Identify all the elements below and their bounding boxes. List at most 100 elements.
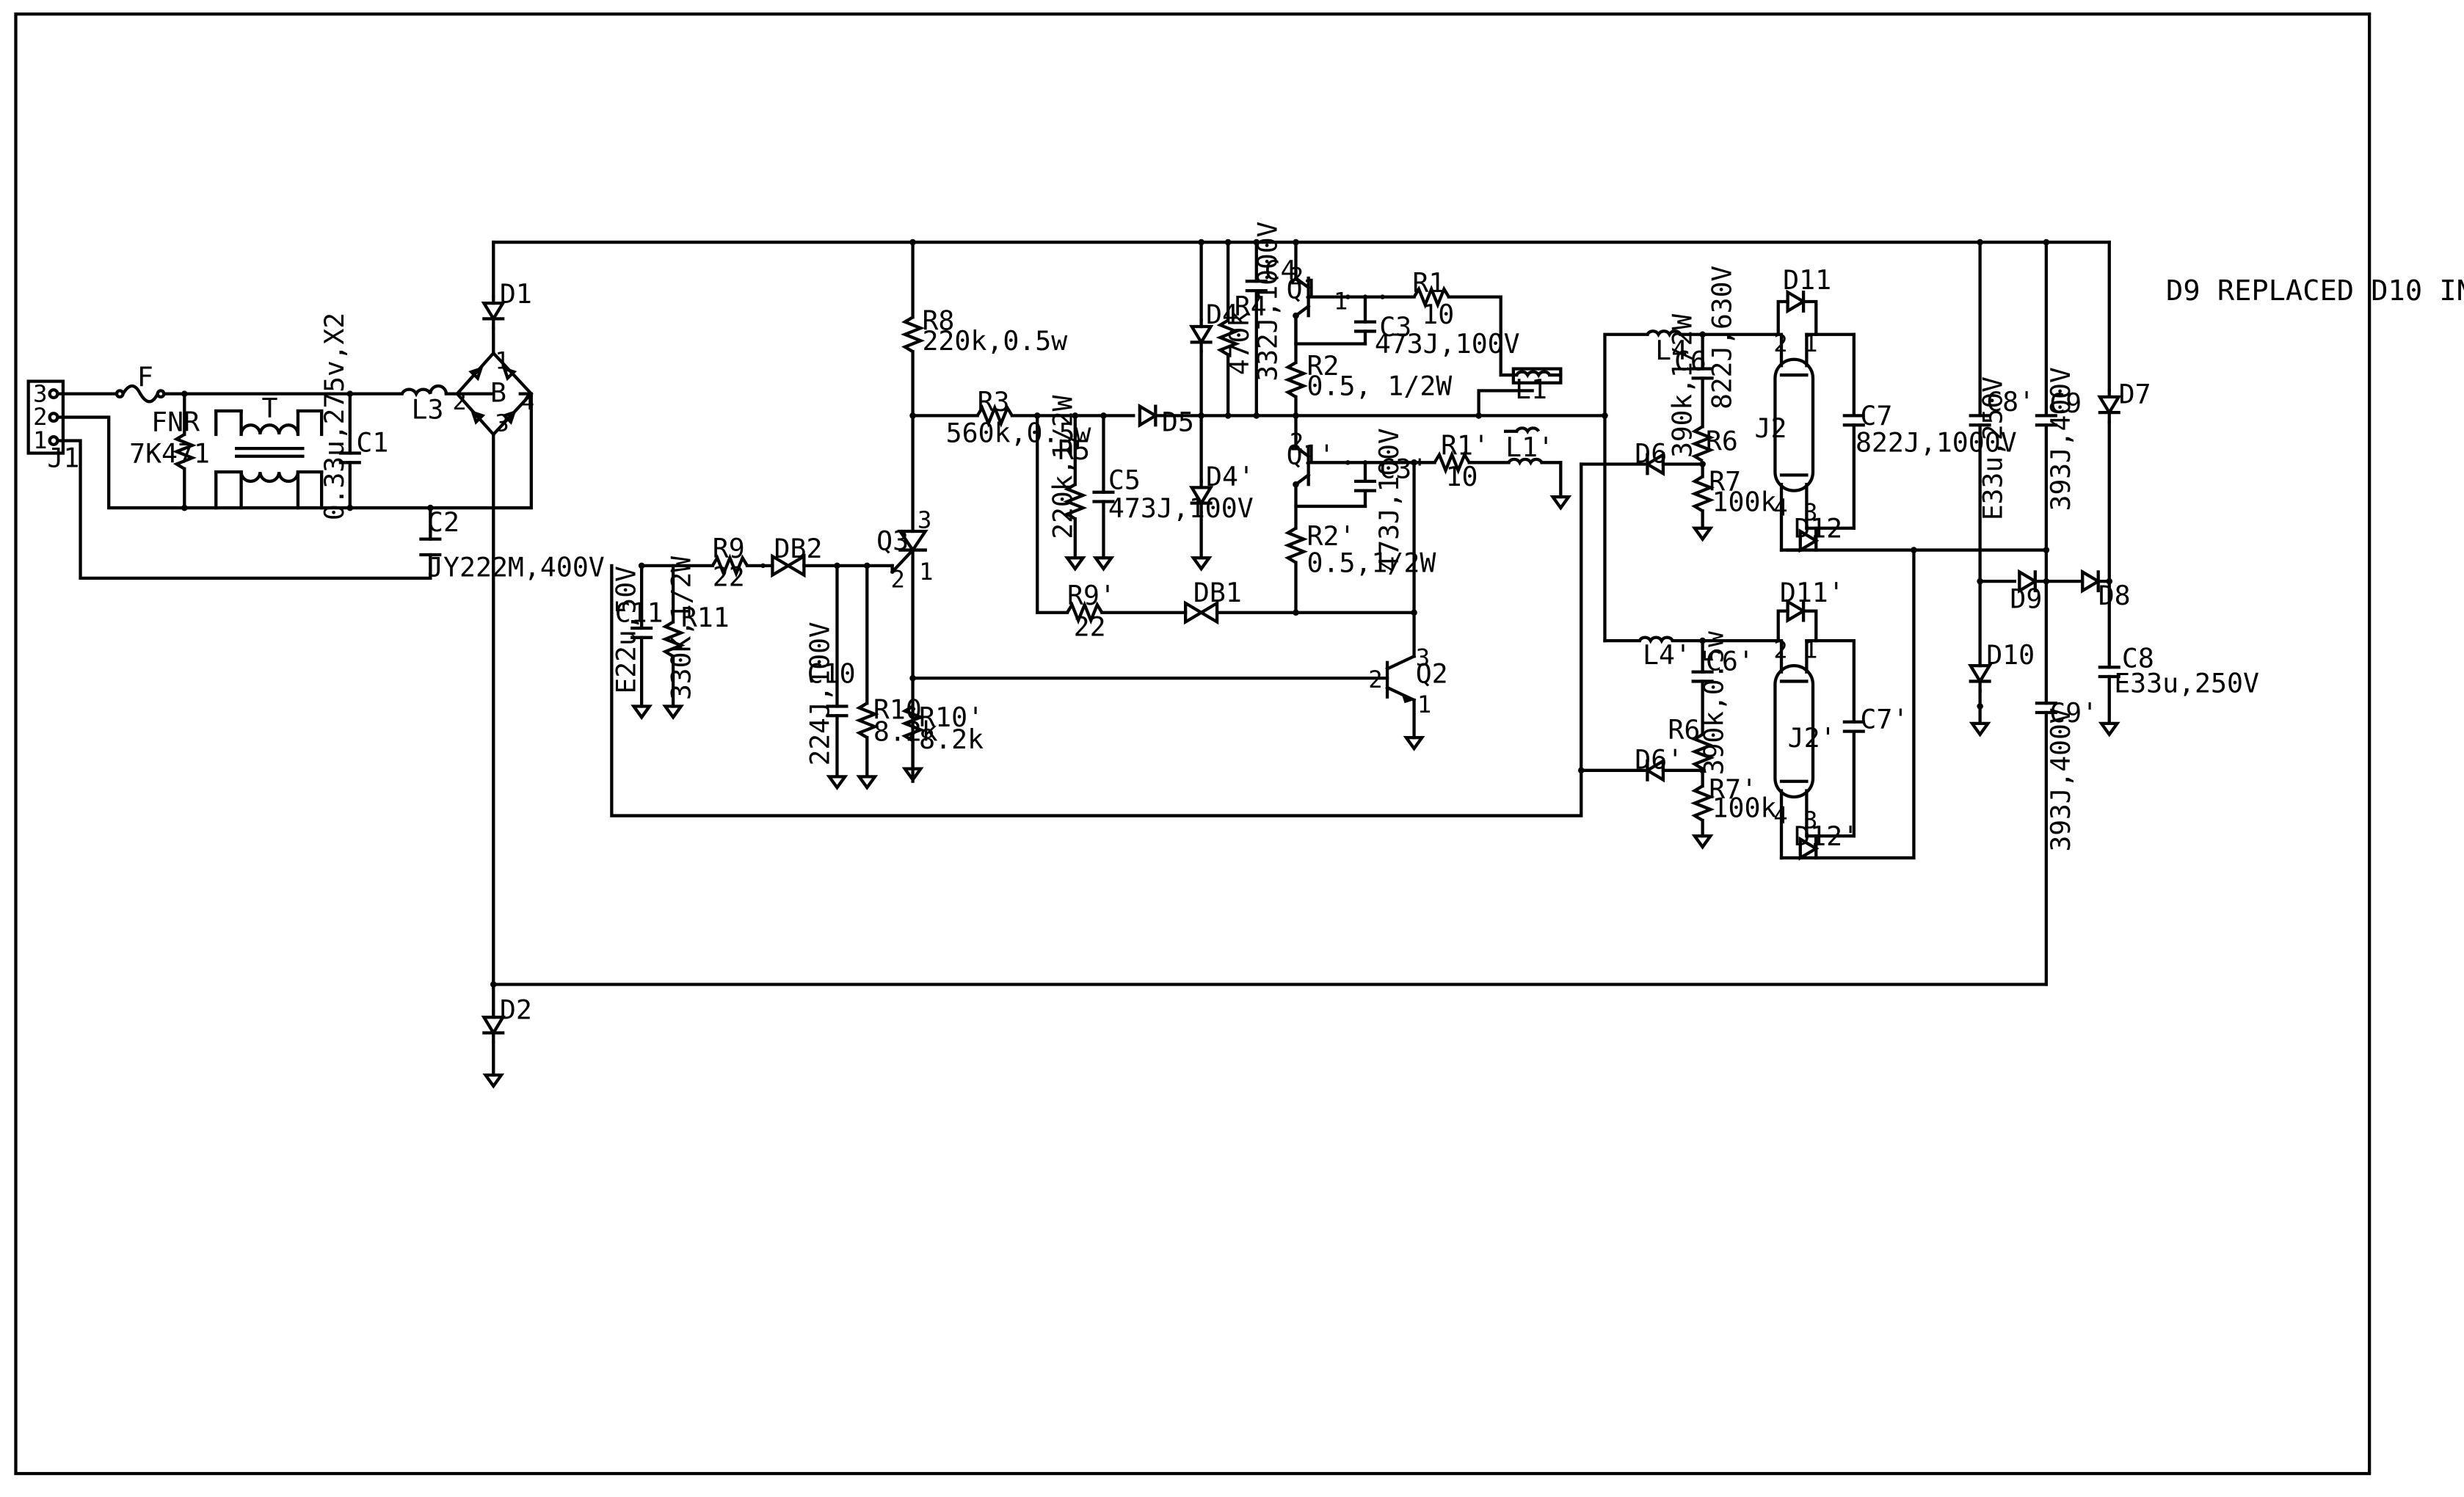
svg-text:C9': C9' [2049, 697, 2098, 729]
svg-text:2: 2 [1368, 666, 1382, 693]
svg-text:R11: R11 [681, 602, 730, 633]
svg-text:R7: R7 [1709, 466, 1741, 498]
svg-text:D8: D8 [2098, 580, 2131, 611]
svg-text:R9: R9 [713, 533, 745, 564]
svg-text:C5: C5 [1108, 465, 1141, 496]
svg-text:8.2k: 8.2k [919, 724, 984, 755]
resistor-r1: R1 10 [1412, 267, 1519, 377]
resistor-r7: R7 100k [1690, 462, 1777, 539]
svg-text:1: 1 [495, 347, 509, 375]
svg-text:DB1: DB1 [1193, 577, 1242, 608]
capacitor-c3-prime: C3' 473J,100V [1294, 428, 1428, 572]
svg-text:10: 10 [1422, 299, 1454, 330]
connector-j1: 3 2 1 J1 [26, 379, 79, 474]
svg-text:1: 1 [1803, 636, 1817, 664]
svg-text:C7: C7 [1860, 400, 1892, 431]
svg-text:7K471: 7K471 [129, 437, 210, 469]
svg-text:E33u,250V: E33u,250V [1977, 376, 2009, 520]
svg-text:C7': C7' [1860, 703, 1908, 735]
svg-text:4: 4 [1773, 801, 1787, 829]
svg-text:390k,0.5w: 390k,0.5w [1698, 631, 1729, 775]
svg-text:L4: L4 [1655, 335, 1687, 366]
drawing-border [14, 12, 2372, 1476]
diode-d9: D9 [1978, 572, 2083, 614]
svg-text:J1: J1 [47, 442, 79, 474]
svg-text:R2: R2 [1307, 350, 1340, 382]
svg-text:JY222M,400V: JY222M,400V [427, 552, 605, 583]
svg-text:L1: L1 [1515, 374, 1547, 405]
svg-text:R1': R1' [1441, 430, 1489, 462]
svg-text:R9': R9' [1067, 580, 1116, 611]
svg-text:393J,400V: 393J,400V [2045, 367, 2076, 511]
svg-text:R4: R4 [1235, 291, 1267, 322]
resistor-r7-prime: R7' 100k [1690, 768, 1777, 847]
capacitor-c8-prime: C8' E33u,250V [1969, 376, 2035, 658]
svg-text:R8: R8 [922, 305, 954, 336]
svg-text:D2: D2 [500, 994, 532, 1026]
capacitor-c9-prime: C9' 393J,400V [2035, 697, 2098, 986]
svg-text:1: 1 [919, 558, 933, 586]
svg-text:C2: C2 [427, 506, 459, 538]
svg-text:R6: R6 [1668, 714, 1700, 746]
svg-text:3: 3 [33, 379, 47, 407]
svg-text:J2: J2 [1754, 412, 1787, 444]
svg-text:D12: D12 [1794, 513, 1842, 544]
svg-text:470k: 470k [1224, 311, 1255, 375]
svg-text:Q1': Q1' [1287, 440, 1335, 471]
bridge-rectifier-b: B 1 2 3 4 [452, 347, 534, 986]
varistor-fnr: FNR 7K471 [129, 407, 210, 470]
svg-text:3: 3 [495, 409, 509, 437]
resistor-r4: R4 470k [1215, 240, 1267, 418]
svg-text:224J,100V: 224J,100V [804, 622, 836, 765]
svg-text:220k,0.5w: 220k,0.5w [922, 325, 1067, 357]
svg-text:Q1: Q1 [1287, 274, 1319, 305]
diode-d7: D7 [2100, 379, 2151, 583]
svg-text:100k: 100k [1712, 486, 1777, 517]
capacitor-c7: C7 822J,1000V [1805, 332, 2017, 530]
svg-text:3: 3 [1416, 644, 1430, 671]
svg-text:4: 4 [520, 387, 534, 415]
inductor-l1: L1 [1477, 367, 1563, 418]
resistor-r3: R3 560k,0.5w [911, 386, 1135, 449]
svg-text:330K,1/2W: 330K,1/2W [666, 556, 697, 700]
resistor-r5: R5 220k,1/2W [1047, 395, 1090, 569]
svg-text:D11: D11 [1783, 264, 1831, 296]
svg-text:8.2k: 8.2k [873, 715, 938, 747]
diode-d4-prime: D4' [1192, 414, 1254, 569]
svg-text:2: 2 [891, 566, 905, 594]
lamp-circuit-1: L4 [1603, 329, 1780, 643]
svg-text:2: 2 [1290, 428, 1304, 456]
svg-text:E22u,50V: E22u,50V [610, 566, 642, 693]
svg-text:C10: C10 [807, 658, 856, 690]
svg-text:J2': J2' [1788, 722, 1836, 754]
svg-text:473J,100V: 473J,100V [1373, 428, 1405, 572]
svg-text:822J,1000V: 822J,1000V [1856, 427, 2017, 459]
resistor-r10-prime: R10' 8.2k [901, 702, 984, 779]
svg-text:332J,1000V: 332J,1000V [1252, 222, 1284, 382]
svg-text:822J,630V: 822J,630V [1706, 266, 1737, 409]
svg-text:10: 10 [1446, 461, 1478, 492]
capacitor-c9: C9 393J,400V [2035, 367, 2082, 705]
capacitor-c4: C4 332J,1000V [1245, 222, 1296, 418]
svg-text:1: 1 [1417, 691, 1431, 718]
svg-text:C3': C3' [1379, 454, 1428, 485]
svg-text:L3: L3 [412, 394, 444, 426]
resistor-r8: R8 220k,0.5w [901, 240, 1067, 533]
svg-text:Q3: Q3 [876, 525, 909, 557]
svg-text:C6': C6' [1706, 646, 1754, 677]
svg-text:4: 4 [1773, 494, 1787, 522]
svg-text:R2': R2' [1307, 520, 1356, 552]
diode-d6-prime: D6' [1580, 744, 1704, 780]
resistor-r1-prime: R1' 10 [1433, 430, 1511, 492]
svg-text:R7': R7' [1709, 773, 1757, 805]
svg-text:C8': C8' [1986, 386, 2035, 418]
svg-text:100k: 100k [1712, 793, 1777, 824]
diode-d2: D2 [484, 983, 532, 1086]
svg-text:FNR: FNR [151, 407, 200, 438]
inductor-l1-prime: L1' [1503, 426, 1569, 508]
transformer-t: T [235, 393, 305, 510]
transistor-q2: Q2 2 3 1 [911, 644, 1448, 748]
diode-d1: D1 [484, 240, 532, 355]
resistor-r10: R10 8.2k [854, 564, 938, 787]
svg-text:2: 2 [1773, 329, 1787, 357]
